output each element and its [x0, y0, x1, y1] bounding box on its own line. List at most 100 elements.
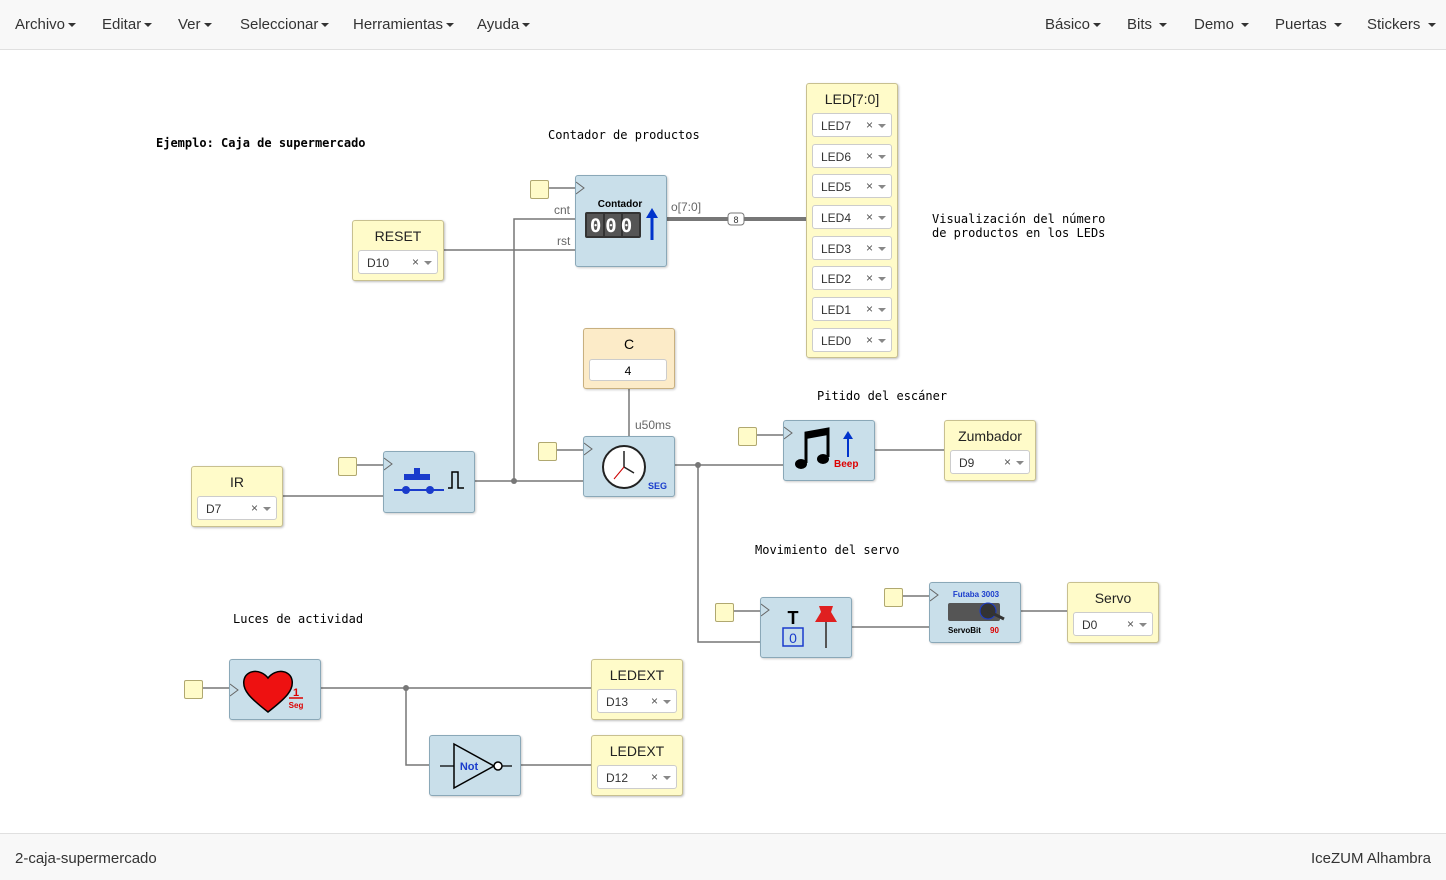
- pin-select[interactable]: D12×: [597, 765, 677, 789]
- clear-icon: ×: [411, 255, 419, 269]
- dropdown-icon: [424, 261, 432, 265]
- caret-icon: [321, 23, 330, 28]
- pin-select[interactable]: D10×: [358, 250, 438, 274]
- svg-text:Seg: Seg: [289, 701, 304, 710]
- menu-ayuda[interactable]: Ayuda: [477, 16, 531, 33]
- bus-width-label: 8: [733, 215, 738, 225]
- note-beep: Pitido del escáner: [817, 389, 948, 403]
- clock-input[interactable]: [184, 680, 203, 699]
- clock-icon: SEG: [583, 442, 667, 491]
- caret-icon: [144, 23, 153, 28]
- output-servo[interactable]: Servo D0×: [1067, 582, 1159, 643]
- note-servo: Movimiento del servo: [755, 543, 900, 557]
- output-label: Servo: [1094, 590, 1132, 606]
- output-zumbador[interactable]: Zumbador D9×: [944, 420, 1036, 481]
- svg-text:T: T: [788, 608, 799, 628]
- port-u50ms-label: u50ms: [635, 418, 672, 432]
- svg-text:ServoBit: ServoBit: [948, 626, 981, 635]
- pin-select[interactable]: LED5×: [812, 174, 892, 198]
- clock-input[interactable]: [738, 427, 757, 446]
- input-ir[interactable]: IR D7×: [191, 466, 283, 527]
- menu-puertas[interactable]: Puertas: [1275, 16, 1342, 33]
- output-ledext-d13[interactable]: LEDEXT D13×: [591, 659, 683, 720]
- heartbeat-block[interactable]: 1 Seg: [229, 659, 321, 720]
- menu-basico[interactable]: Básico: [1045, 16, 1102, 33]
- menu-archivo[interactable]: Archivo: [15, 16, 77, 33]
- dropdown-icon: [1139, 623, 1147, 627]
- wire-heart-not: [405, 688, 430, 766]
- clear-icon: ×: [865, 302, 873, 316]
- clock-input[interactable]: [338, 457, 357, 476]
- input-label: IR: [230, 474, 244, 490]
- junction-dot: [695, 462, 701, 468]
- button-pulse-icon: [383, 457, 464, 494]
- servo-icon: Futaba 3003 ServoBit 90: [929, 588, 1005, 635]
- menu-demo[interactable]: Demo: [1194, 16, 1250, 33]
- timer-block[interactable]: SEG: [583, 436, 675, 497]
- constant-c[interactable]: C 4: [583, 328, 675, 389]
- clear-icon: ×: [1126, 617, 1134, 631]
- clear-icon: ×: [865, 333, 873, 347]
- status-bar: 2-caja-supermercado IceZUM Alhambra: [0, 833, 1446, 880]
- dropdown-icon: [878, 124, 886, 128]
- bus-width-badge: [727, 212, 745, 226]
- servo-block[interactable]: Futaba 3003 ServoBit 90: [929, 582, 1021, 643]
- output-ledext-d12[interactable]: LEDEXT D12×: [591, 735, 683, 796]
- caret-icon: [1093, 23, 1102, 28]
- caret-icon: [1241, 23, 1250, 28]
- pin-select[interactable]: LED3×: [812, 236, 892, 260]
- constant-value-input[interactable]: 4: [589, 359, 667, 381]
- junction-dot: [511, 478, 517, 484]
- wire-cnt: [513, 218, 576, 481]
- pin-select[interactable]: D13×: [597, 689, 677, 713]
- pin-select[interactable]: LED7×: [812, 113, 892, 137]
- dropdown-icon: [878, 155, 886, 159]
- note-title: Ejemplo: Caja de supermercado: [156, 136, 366, 150]
- toggle-pin-icon: T 0: [760, 603, 837, 648]
- debounce-block[interactable]: [383, 451, 475, 513]
- svg-text:000: 000: [590, 215, 636, 237]
- output-label: LED[7:0]: [824, 91, 880, 107]
- pin-select[interactable]: LED0×: [812, 328, 892, 352]
- caret-icon: [446, 23, 455, 28]
- not-gate-block[interactable]: Not: [429, 735, 521, 796]
- counter-block[interactable]: Contador 000: [575, 175, 667, 267]
- note-counter: Contador de productos: [548, 128, 700, 142]
- board-name[interactable]: IceZUM Alhambra: [1310, 850, 1431, 867]
- not-gate-icon: Not: [440, 742, 512, 790]
- pin-select[interactable]: LED1×: [812, 297, 892, 321]
- pin-select[interactable]: LED4×: [812, 205, 892, 229]
- pin-select[interactable]: LED6×: [812, 144, 892, 168]
- menu-ver[interactable]: Ver: [178, 16, 212, 33]
- clear-icon: ×: [865, 271, 873, 285]
- clock-input[interactable]: [715, 603, 734, 622]
- dropdown-icon: [878, 308, 886, 312]
- menu-stickers[interactable]: Stickers: [1367, 16, 1436, 33]
- input-reset[interactable]: RESET D10×: [352, 220, 444, 281]
- constant-label: C: [623, 336, 635, 352]
- beep-block[interactable]: Beep: [783, 420, 875, 481]
- caret-icon: [1333, 23, 1342, 28]
- clock-input[interactable]: [884, 588, 903, 607]
- menu-bits[interactable]: Bits: [1127, 16, 1168, 33]
- menu-seleccionar[interactable]: Seleccionar: [240, 16, 330, 33]
- pin-select[interactable]: D7×: [197, 496, 277, 520]
- pin-select[interactable]: LED2×: [812, 266, 892, 290]
- caret-icon: [203, 23, 212, 28]
- clock-input[interactable]: [530, 180, 549, 199]
- output-label: Zumbador: [958, 428, 1022, 444]
- pin-select[interactable]: D9×: [950, 450, 1030, 474]
- note-leds: Visualización del número de productos en…: [932, 212, 1106, 240]
- music-note-icon: Beep: [783, 426, 858, 470]
- port-out-label: o[7:0]: [671, 200, 702, 214]
- output-label: LEDEXT: [609, 667, 665, 683]
- pin-select[interactable]: D0×: [1073, 612, 1153, 636]
- clear-icon: ×: [865, 179, 873, 193]
- toggle-block[interactable]: T 0: [760, 597, 852, 658]
- output-led-bus[interactable]: LED[7:0] LED7× LED6× LED5× LED4× LED3× L…: [806, 83, 898, 358]
- menu-herramientas[interactable]: Herramientas: [353, 16, 455, 33]
- wire-timer-toggle: [697, 465, 761, 643]
- menu-editar[interactable]: Editar: [102, 16, 153, 33]
- clock-input[interactable]: [538, 442, 557, 461]
